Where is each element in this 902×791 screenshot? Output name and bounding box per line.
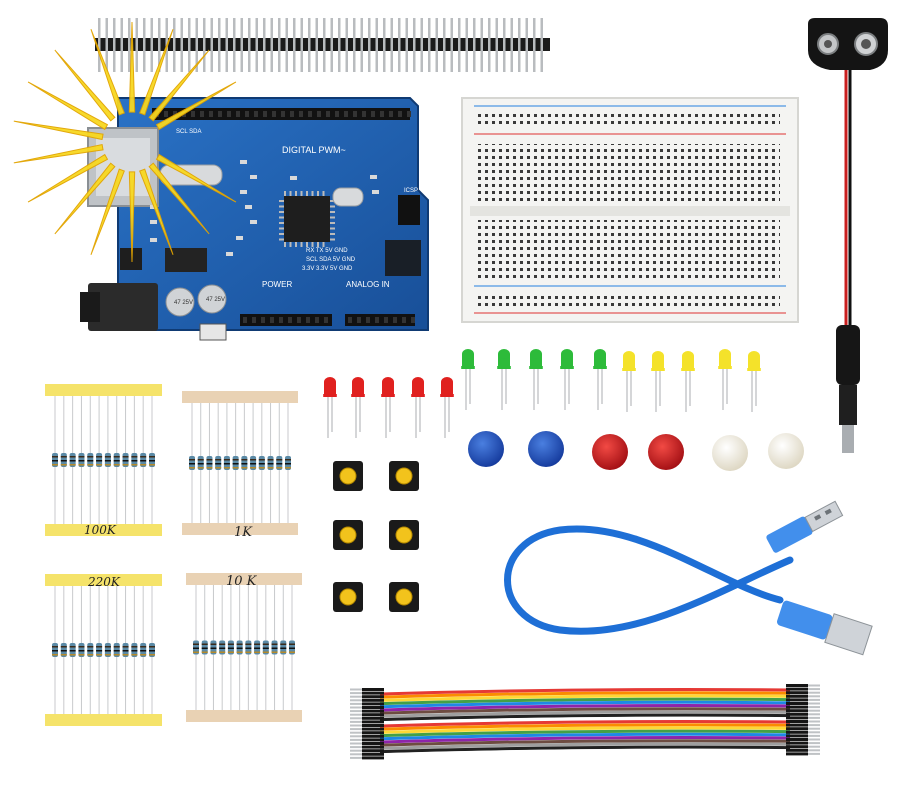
usb-cable xyxy=(504,500,873,656)
pin-header-strip xyxy=(95,18,550,72)
microcontroller-chip xyxy=(284,196,330,242)
led-group xyxy=(323,349,761,438)
crystal-oscillator xyxy=(332,187,364,207)
breadboard xyxy=(461,97,799,323)
reset-button xyxy=(199,323,227,341)
battery-snap-connector xyxy=(808,18,888,453)
red-button-cap xyxy=(648,434,684,470)
white-button-cap xyxy=(768,433,804,469)
starburst-highlight xyxy=(13,21,237,263)
board-pin-row-label: RX TX 5V GND xyxy=(306,248,348,254)
resistor-label-1k: 1K xyxy=(234,525,253,540)
blue-button-cap xyxy=(468,431,504,467)
capacitor-label: 47 25V xyxy=(174,300,193,306)
resistor-label-100k: 100K xyxy=(84,523,117,537)
tactile-buttons xyxy=(333,461,419,612)
board-pin-row-label: 3.3V 3.3V 5V GND xyxy=(302,266,353,272)
board-digital-label: DIGITAL PWM~ xyxy=(282,145,346,155)
resistor-label-220k: 220K xyxy=(87,575,121,589)
board-analog-label: ANALOG IN xyxy=(346,280,390,289)
white-button-cap xyxy=(712,435,748,471)
electrolytic-capacitor xyxy=(197,284,227,314)
board-icsp-label: ICSP xyxy=(404,188,418,194)
board-power-label: POWER xyxy=(262,280,292,289)
resistor-label-10k: 10 K xyxy=(226,574,258,589)
resistor-packs xyxy=(45,384,302,726)
arduino-uno-board: 47 25V 47 25V DIGITAL PWM~ POWER ANALOG … xyxy=(80,97,429,341)
button-caps xyxy=(468,431,804,471)
electrolytic-capacitor xyxy=(165,287,195,317)
jumper-wires xyxy=(350,684,820,760)
board-pin-row-label: SCL SDA 5V GND xyxy=(306,257,356,263)
blue-button-cap xyxy=(528,431,564,467)
capacitor-label: 47 25V xyxy=(206,297,225,303)
board-scl-sda-label: SCL SDA xyxy=(176,129,201,135)
red-button-cap xyxy=(592,434,628,470)
dc-power-jack xyxy=(88,283,158,331)
